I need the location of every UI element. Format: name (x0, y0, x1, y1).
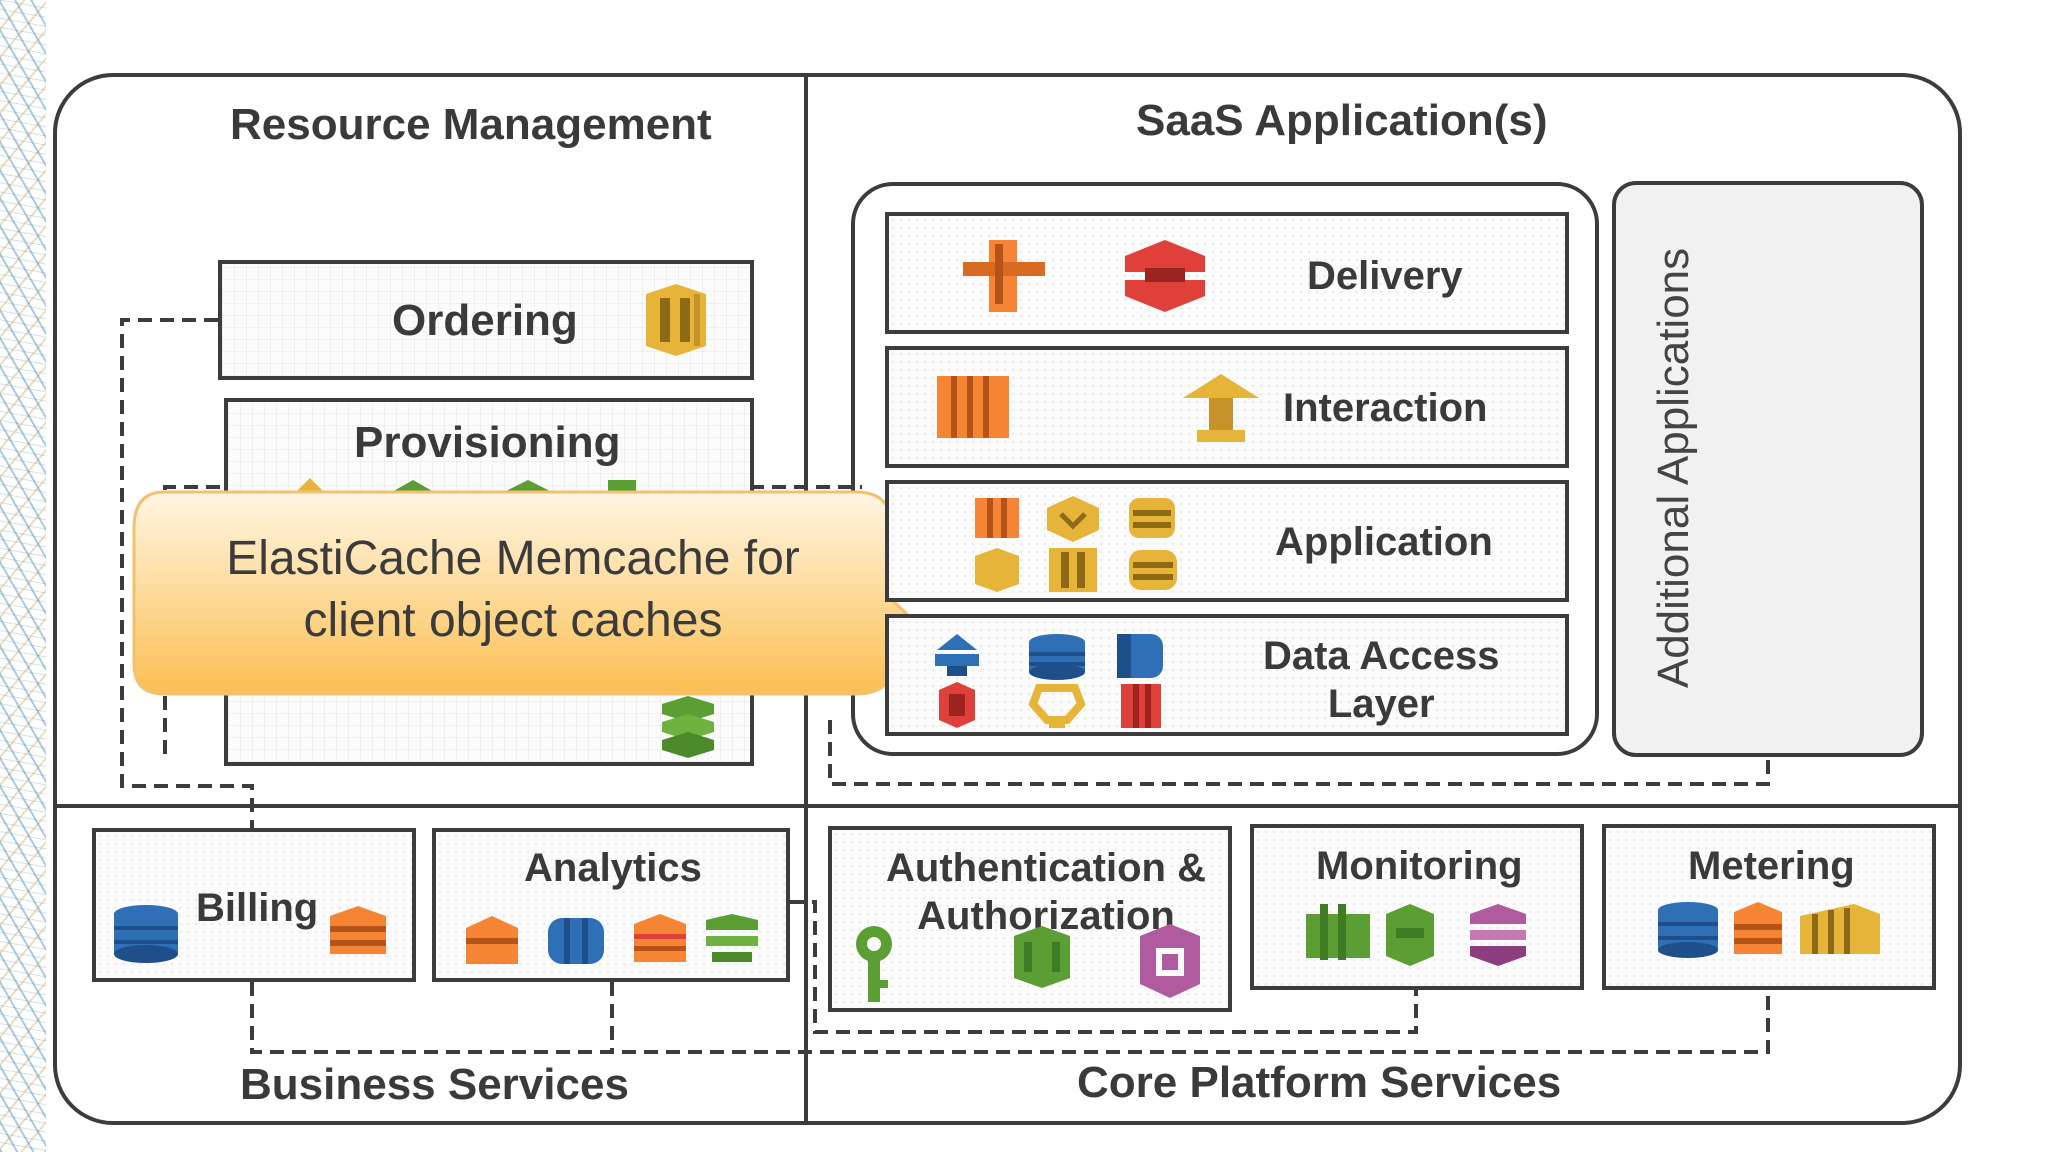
redshift-icon (1121, 684, 1161, 728)
datapipeline-icon (634, 914, 686, 962)
provisioning-label: Provisioning (354, 418, 621, 467)
kinesis-small-icon (706, 914, 758, 962)
swf-small-icon (1049, 548, 1097, 592)
auth-icons (856, 924, 1200, 1002)
dynamodb-meter-icon (1658, 902, 1718, 958)
swf-icon (646, 284, 706, 356)
sns-icon (1183, 374, 1259, 442)
additional-applications-label: Additional Applications (1649, 247, 1698, 689)
dynamodb-small-icon (548, 918, 604, 964)
ordering-box: Ordering (218, 260, 754, 380)
iam-icon (856, 926, 892, 1002)
orange-stack-icon (330, 906, 386, 954)
metering-label: Metering (1688, 844, 1855, 888)
saas-applications-title: SaaS Application(s) (1136, 96, 1548, 145)
interaction-layer: Interaction (885, 346, 1569, 468)
cloudwatch-icon (1306, 904, 1370, 960)
callout-text: ElastiCache Memcache for client object c… (226, 532, 800, 647)
application-layer: Application (885, 480, 1569, 602)
emr-meter-icon (1734, 902, 1782, 954)
app-service-icons (975, 496, 1177, 592)
core-platform-services-title: Core Platform Services (1077, 1058, 1562, 1107)
cloudtrail-icon (1386, 904, 1434, 966)
metering-box: Metering (1602, 824, 1936, 990)
monitoring-box: Monitoring (1250, 824, 1584, 990)
interaction-label: Interaction (1283, 386, 1488, 430)
cognito-icon (1140, 924, 1200, 998)
kinesis-icon (662, 696, 714, 758)
data-access-layer: Data Access Layer (885, 614, 1569, 736)
sns-small-icon (1129, 550, 1177, 590)
analytics-icons (466, 914, 758, 964)
analytics-box: Analytics (432, 828, 790, 982)
dynamodb-icon (1029, 634, 1085, 680)
delivery-layer: Delivery (885, 212, 1569, 334)
elb-icon (1047, 496, 1099, 542)
auth-box: Authentication & Authorization (828, 826, 1232, 1012)
rds-icon (1117, 634, 1163, 678)
s3-icon (935, 634, 979, 676)
monitoring-icons (1306, 904, 1526, 966)
billing-box: Billing (92, 828, 416, 982)
dynamodb-icon (114, 905, 178, 963)
billing-label: Billing (196, 886, 319, 930)
business-services-title: Business Services (240, 1060, 629, 1109)
autoscaling-icon (1129, 498, 1175, 538)
delivery-label: Delivery (1307, 254, 1463, 298)
directory-icon (1014, 926, 1070, 988)
decorative-pattern (0, 0, 46, 1152)
elasticache-icon (1028, 684, 1086, 728)
cloudfront-icon (963, 240, 1045, 312)
resource-management-title: Resource Management (230, 100, 712, 149)
application-label: Application (1275, 520, 1493, 564)
metering-icons (1658, 902, 1880, 958)
ec2-icon (975, 498, 1019, 538)
analytics-label: Analytics (524, 846, 702, 890)
elasticache-red-icon (939, 682, 975, 728)
sqs-icon (937, 376, 1009, 438)
data-access-label: Data Access Layer (1263, 634, 1500, 726)
kinesis-meter-icon (1800, 904, 1880, 954)
ordering-label: Ordering (392, 296, 578, 345)
monitoring-label: Monitoring (1316, 844, 1523, 888)
route53-icon (1125, 240, 1205, 312)
sqs-small-icon (975, 548, 1019, 592)
config-icon (1470, 904, 1526, 966)
data-service-icons (935, 634, 1163, 728)
emr-icon (466, 916, 518, 964)
